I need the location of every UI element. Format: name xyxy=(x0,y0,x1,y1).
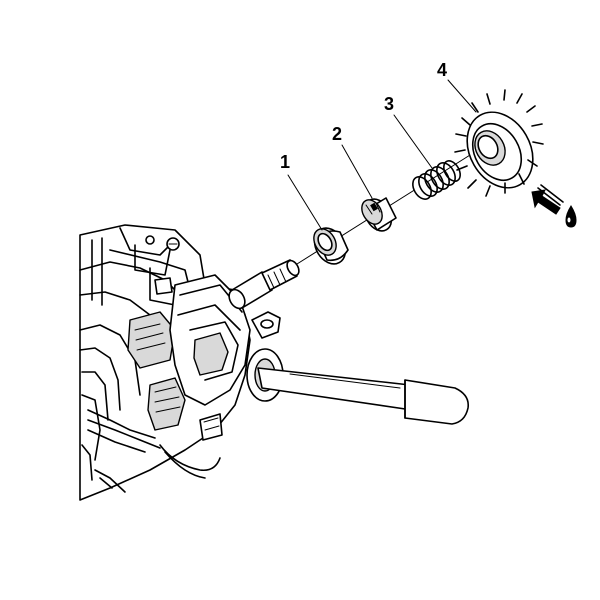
lubricant-drop-icon xyxy=(565,205,577,228)
multifunction-lever xyxy=(246,348,470,425)
insertion-arrow-icon xyxy=(531,184,564,215)
part-1-ring xyxy=(313,227,349,265)
part-4-cancel-cam xyxy=(454,89,544,197)
turn-signal-switch-body xyxy=(169,274,281,406)
part-3-spring xyxy=(412,160,461,200)
callout-3: 3 xyxy=(384,94,394,114)
part-2-bushing xyxy=(361,197,397,232)
callout-4: 4 xyxy=(437,60,447,80)
steering-shaft xyxy=(228,259,300,310)
callout-2: 2 xyxy=(332,124,342,144)
callout-1: 1 xyxy=(280,152,290,172)
leader-lines xyxy=(287,79,477,231)
